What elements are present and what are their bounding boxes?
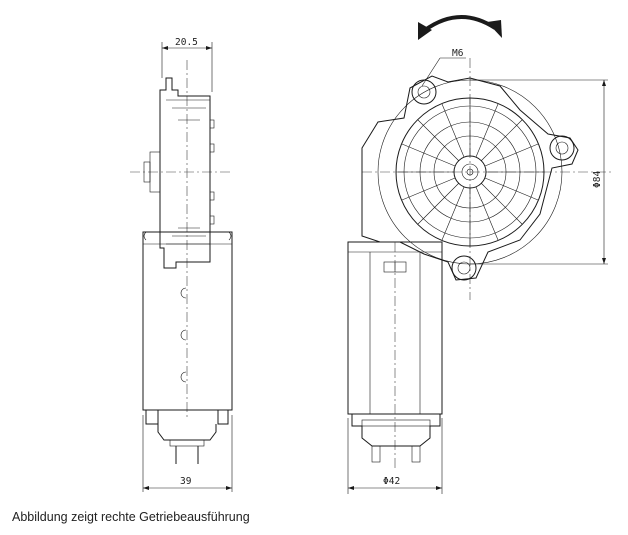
dimension-front-diameter: Φ84 bbox=[592, 171, 603, 188]
front-view: M6 Φ84 bbox=[347, 15, 612, 494]
figure-caption: Abbildung zeigt rechte Getriebeausführun… bbox=[12, 510, 250, 524]
dimension-side-width: 20.5 bbox=[175, 37, 198, 48]
dimension-side-base: 39 bbox=[180, 476, 192, 487]
dimension-front-base: Φ42 bbox=[383, 476, 400, 487]
side-view: 20.5 bbox=[130, 37, 233, 492]
rotation-icon bbox=[418, 15, 502, 40]
bolt-size-label: M6 bbox=[452, 48, 464, 59]
